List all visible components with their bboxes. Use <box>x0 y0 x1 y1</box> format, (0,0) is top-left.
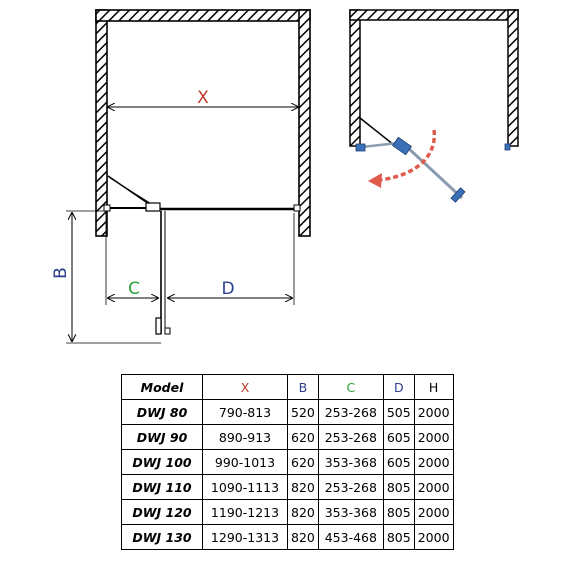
cell-d: 805 <box>382 499 415 525</box>
small-support-arm <box>359 117 395 146</box>
cell-d: 605 <box>382 424 415 450</box>
right-wall <box>298 9 311 237</box>
cell-b: 820 <box>287 474 319 500</box>
small-door-panel <box>404 144 464 200</box>
door-handle <box>155 317 162 335</box>
support-arm-inner <box>109 177 151 204</box>
front-plan-view: X B C D <box>51 9 311 344</box>
column-header-c: C <box>317 374 384 400</box>
cell-b: 820 <box>287 524 319 550</box>
cell-d: 805 <box>382 524 415 550</box>
cell-b: 520 <box>287 399 319 425</box>
cell-x: 1290-1313 <box>202 524 288 550</box>
cell-x: 990-1013 <box>202 449 288 475</box>
swing-arrow-head <box>368 173 382 188</box>
cell-x: 790-813 <box>202 399 288 425</box>
column-header-model: Model <box>121 374 203 400</box>
d-dimension-label: D <box>221 279 234 299</box>
top-wall <box>95 9 311 22</box>
cell-model: DWJ 110 <box>121 474 203 500</box>
column-header-b: B <box>287 374 319 400</box>
cell-h: 2000 <box>413 474 454 500</box>
cell-model: DWJ 120 <box>121 499 203 525</box>
cell-b: 620 <box>287 424 319 450</box>
cell-model: DWJ 90 <box>121 424 203 450</box>
cell-x: 1190-1213 <box>202 499 288 525</box>
column-header-h: H <box>413 374 454 400</box>
door-handle-knob <box>164 327 171 335</box>
b-dimension-label: B <box>51 267 71 279</box>
small-right-wall <box>507 9 519 147</box>
x-dimension-label: X <box>197 88 209 108</box>
swing-plan-view <box>349 9 519 203</box>
cell-c: 253-268 <box>317 424 384 450</box>
c-dimension-label: C <box>128 279 140 299</box>
cell-h: 2000 <box>413 424 454 450</box>
small-top-wall <box>349 9 519 21</box>
cell-model: DWJ 130 <box>121 524 203 550</box>
swing-arrow-arc <box>379 129 436 182</box>
left-wall <box>95 9 108 237</box>
column-header-d: D <box>382 374 415 400</box>
small-door-handle <box>450 187 466 203</box>
hinge-block <box>145 202 161 212</box>
cell-c: 253-268 <box>317 474 384 500</box>
cell-c: 253-268 <box>317 399 384 425</box>
cell-h: 2000 <box>413 524 454 550</box>
cell-c: 353-368 <box>317 499 384 525</box>
cell-b: 820 <box>287 499 319 525</box>
cell-b: 620 <box>287 449 319 475</box>
cell-h: 2000 <box>413 449 454 475</box>
cell-h: 2000 <box>413 499 454 525</box>
small-fixed-panel <box>361 141 399 149</box>
cell-d: 505 <box>382 399 415 425</box>
cell-c: 453-468 <box>317 524 384 550</box>
small-bracket-right <box>504 143 511 151</box>
cell-model: DWJ 80 <box>121 399 203 425</box>
small-bracket-left <box>355 143 366 152</box>
cell-c: 353-368 <box>317 449 384 475</box>
column-header-x: X <box>202 374 288 400</box>
wall-bracket-right <box>293 204 301 212</box>
cell-d: 805 <box>382 474 415 500</box>
cell-model: DWJ 100 <box>121 449 203 475</box>
cell-h: 2000 <box>413 399 454 425</box>
small-left-wall <box>349 9 361 147</box>
cell-x: 1090-1113 <box>202 474 288 500</box>
small-hinge <box>392 136 412 156</box>
cell-d: 605 <box>382 449 415 475</box>
wall-bracket-left <box>103 204 111 212</box>
cell-x: 890-913 <box>202 424 288 450</box>
